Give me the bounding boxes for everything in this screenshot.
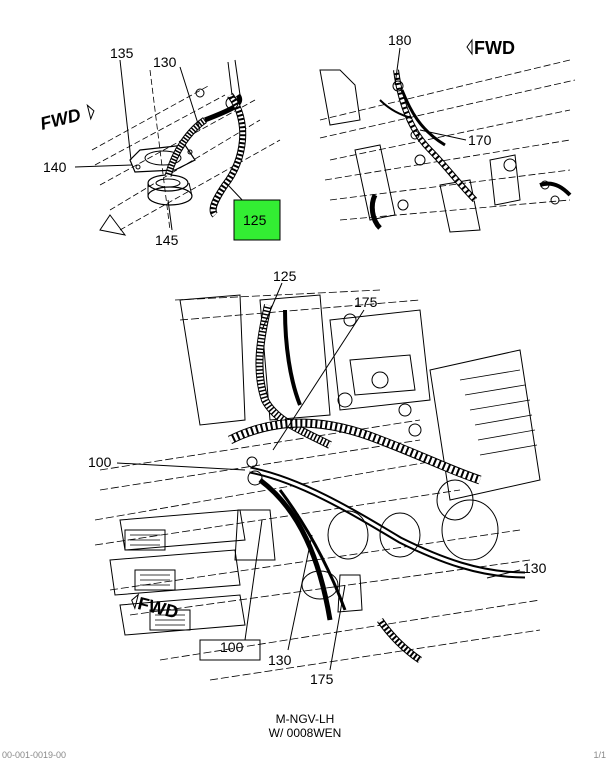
callout-tr-180: 180 [388,32,412,48]
fwd-arrow-icon [466,38,473,56]
callout-tl-135: 135 [110,45,134,61]
callout-b-175-bottom: 175 [310,671,334,687]
view-top-right [319,47,576,233]
fwd-label-top-right: FWD [474,38,515,58]
callout-b-100-bottom: 100 [220,639,244,655]
fwd-indicator-top-left: FWD [38,103,95,134]
highlight-box-125 [233,199,281,241]
fwd-label-bottom: FWD [136,593,181,622]
callout-b-130-right: 130 [523,560,547,576]
caption-line1: M-NGV-LH [275,712,335,726]
fwd-label-top-left: FWD [38,105,83,134]
callout-b-130-bottom: 130 [268,652,292,668]
callout-b-175-top: 175 [354,294,378,310]
callout-b-100-left: 100 [88,454,112,470]
view-bottom [94,282,541,681]
callout-tl-140: 140 [43,159,67,175]
callout-tl-130: 130 [153,54,177,70]
fwd-arrow-icon [86,103,95,121]
caption-line2: W/ 0008WEN [268,726,342,740]
footer-right: 1/1 [593,750,606,760]
fwd-indicator-bottom: FWD [131,593,181,622]
callout-tl-145: 145 [155,232,179,248]
fwd-indicator-top-right: FWD [466,38,515,58]
footer-left: 00-001-0019-00 [2,750,67,760]
callout-tr-170: 170 [468,132,492,148]
view-top-left [74,59,281,236]
fwd-arrow-icon [131,593,140,610]
callout-b-125: 125 [273,268,297,284]
callout-tl-125: 125 [243,212,267,228]
